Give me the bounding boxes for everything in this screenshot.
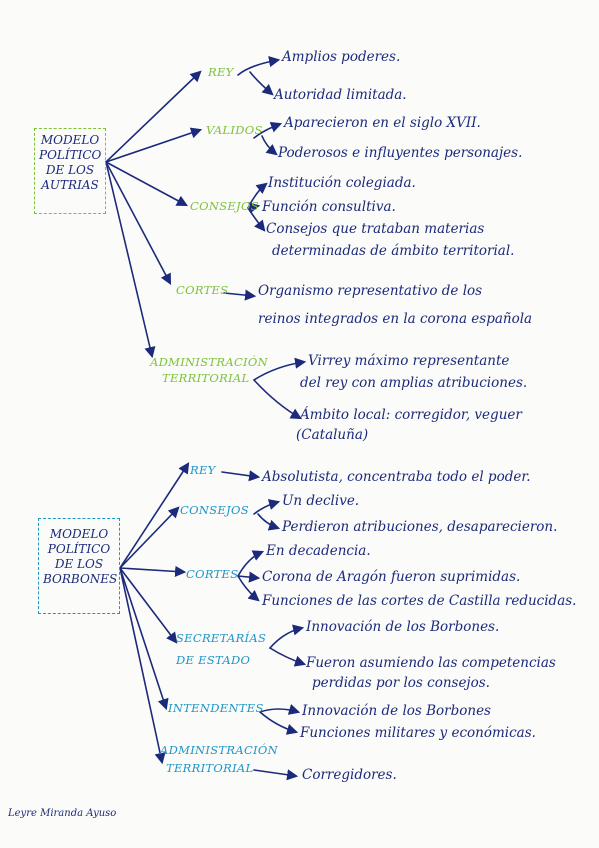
cat-borbones-admin-line1: ADMINISTRACIÓN: [160, 743, 278, 757]
arrow-b-rey-item1: [221, 470, 261, 482]
arrow-b-cortes-item1: [237, 550, 265, 577]
arrow-admin-item1: [253, 357, 307, 381]
item-borbones-secretarias: Innovación de los Borbones.: [306, 619, 500, 635]
arrow-b-admin-item1: [253, 769, 299, 781]
arrow-borbones-rey: [119, 462, 190, 569]
cat-borbones-cortes: CORTES: [186, 567, 239, 581]
arrow-austrias-cortes: [105, 161, 172, 285]
item-austrias-validos: Aparecieron en el siglo XVII.: [284, 115, 481, 131]
cat-austrias-admin-line1: ADMINISTRACIÓN: [150, 355, 268, 369]
arrow-borbones-consejos: [119, 506, 180, 569]
root-austrias-line: MODELO: [40, 133, 100, 147]
arrow-consejos-item3: [247, 207, 266, 232]
cat-austrias-consejos: CONSEJOS: [190, 199, 259, 213]
arrow-borbones-admin: [119, 567, 166, 765]
item-austrias-consejos: determinadas de ámbito territorial.: [272, 243, 515, 259]
item-austrias-admin: (Cataluña): [296, 427, 369, 443]
item-austrias-rey: Autoridad limitada.: [274, 87, 407, 103]
arrow-b-intendentes-item2: [259, 711, 299, 735]
root-borbones-line: DE LOS: [54, 557, 104, 571]
arrow-validos-item2: [261, 135, 278, 156]
item-borbones-secretarias: perdidas por los consejos.: [312, 675, 490, 691]
item-austrias-cortes: reinos integrados en la corona española: [258, 311, 533, 327]
arrow-b-consejos-item2: [257, 513, 281, 531]
item-borbones-rey: Absolutista, concentraba todo el poder.: [262, 469, 531, 485]
root-borbones-line: POLÍTICO: [47, 542, 111, 556]
item-austrias-validos: Poderosos e influyentes personajes.: [278, 145, 523, 161]
arrow-cortes-item1: [223, 289, 257, 301]
arrow-austrias-validos: [105, 127, 203, 163]
item-borbones-secretarias: Fueron asumiendo las competencias: [306, 655, 556, 671]
cat-borbones-admin-line2: TERRITORIAL: [166, 761, 254, 775]
arrow-austrias-rey: [105, 70, 202, 163]
item-borbones-cortes: En decadencia.: [266, 543, 371, 559]
arrow-b-consejos-item1: [253, 499, 281, 515]
arrow-b-cortes-item3: [237, 575, 260, 602]
arrow-borbones-intendentes: [119, 567, 169, 711]
root-austrias-line: DE LOS: [45, 163, 95, 177]
arrow-b-intendentes-item1: [259, 704, 301, 715]
arrow-b-secretarias-item1: [269, 624, 305, 649]
root-borbones-line: BORBONES: [43, 572, 118, 586]
item-borbones-consejos: Perdieron atribuciones, desaparecieron.: [282, 519, 558, 535]
item-borbones-intendentes: Funciones militares y económicas.: [300, 725, 536, 741]
arrow-admin-item2: [253, 379, 302, 420]
root-austrias-line: AUTRIAS: [41, 178, 99, 192]
root-austrias: MODELO POLÍTICO DE LOS AUTRIAS: [34, 128, 106, 214]
cat-austrias-validos: VALIDOS: [206, 123, 263, 137]
root-borbones: MODELO POLÍTICO DE LOS BORBONES: [38, 518, 120, 614]
author-signature: Leyre Miranda Ayuso: [8, 808, 117, 819]
arrow-austrias-admin: [105, 161, 156, 359]
arrow-rey-item2: [249, 71, 274, 96]
item-borbones-cortes: Corona de Aragón fueron suprimidas.: [262, 569, 521, 585]
cat-borbones-intendentes: INTENDENTES: [168, 701, 264, 715]
cat-borbones-secretarias-line2: DE ESTADO: [176, 653, 251, 667]
arrow-borbones-cortes: [119, 565, 187, 578]
item-borbones-admin: Corregidores.: [302, 767, 397, 783]
item-austrias-consejos: Institución colegiada.: [268, 175, 416, 191]
cat-borbones-rey: REY: [190, 463, 216, 477]
item-borbones-consejos: Un declive.: [282, 493, 360, 509]
cat-borbones-secretarias-line1: SECRETARÍAS: [176, 631, 267, 645]
item-borbones-intendentes: Innovación de los Borbones: [302, 703, 491, 719]
arrow-borbones-secretarias: [119, 567, 178, 644]
arrow-validos-item1: [253, 121, 283, 139]
item-austrias-rey: Amplios poderes.: [282, 49, 401, 65]
cat-borbones-consejos: CONSEJOS: [180, 503, 249, 517]
item-austrias-admin: Virrey máximo representante: [308, 353, 510, 369]
arrow-b-secretarias-item2: [269, 647, 307, 667]
arrow-austrias-consejos: [105, 161, 188, 207]
cat-austrias-admin-line2: TERRITORIAL: [162, 371, 250, 385]
arrow-consejos-item2: [247, 202, 261, 214]
item-austrias-admin: del rey con amplias atribuciones.: [300, 375, 528, 391]
cat-austrias-cortes: CORTES: [176, 283, 229, 297]
root-borbones-line: MODELO: [49, 527, 109, 541]
item-borbones-cortes: Funciones de las cortes de Castilla redu…: [262, 593, 577, 609]
arrow-rey-item1: [237, 56, 281, 76]
item-austrias-consejos: Consejos que trataban materias: [266, 221, 485, 237]
root-austrias-line: POLÍTICO: [39, 148, 102, 162]
item-austrias-admin: Ámbito local: corregidor, veguer: [300, 407, 522, 423]
item-austrias-cortes: Organismo representativo de los: [258, 283, 483, 299]
arrow-b-cortes-item2: [237, 571, 261, 583]
item-austrias-consejos: Función consultiva.: [262, 199, 396, 215]
cat-austrias-rey: REY: [208, 65, 234, 79]
